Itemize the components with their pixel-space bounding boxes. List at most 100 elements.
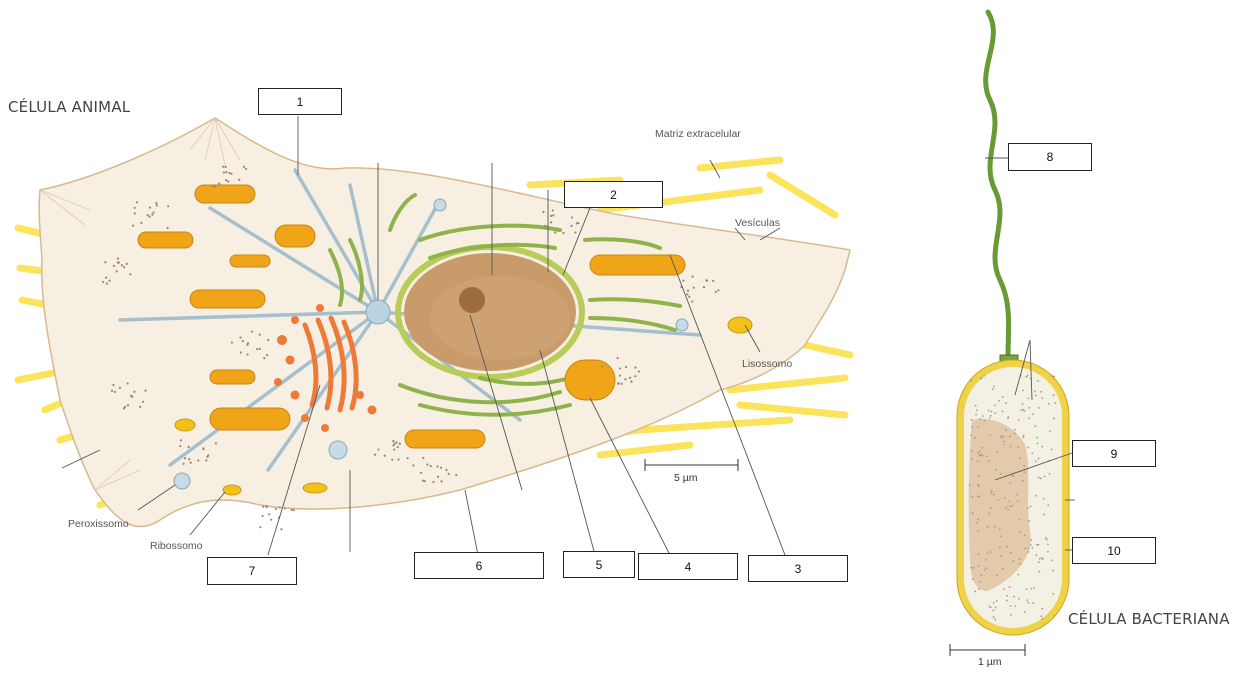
answer-box-6: 6: [414, 552, 544, 579]
bacterial-ribosome-dot: [977, 530, 979, 532]
ribosome-dot: [119, 387, 121, 389]
ribosome-dot: [223, 171, 225, 173]
ribosome-dot: [230, 173, 232, 175]
bacterial-ribosome-dot: [1038, 407, 1040, 409]
ribosome-dot: [601, 365, 603, 367]
bacterial-ribosome-dot: [977, 452, 979, 454]
ribosome-dot: [151, 214, 153, 216]
bacterial-ribosome-dot: [1051, 559, 1053, 561]
bacterial-ribosome-dot: [1043, 514, 1045, 516]
bacterial-ribosome-dot: [988, 460, 990, 462]
ribosome-dot: [127, 404, 129, 406]
bacterial-ribosome-dot: [1014, 433, 1016, 435]
bacterial-ribosome-dot: [977, 460, 979, 462]
ribosome-dot: [259, 526, 261, 528]
ribosome-dot: [377, 448, 379, 450]
bacterial-ribosome-dot: [1005, 507, 1007, 509]
ribosome-dot: [544, 225, 546, 227]
nucleoplasm-texture: [430, 276, 570, 360]
bacterial-ribosome-dot: [975, 414, 977, 416]
bacterial-ribosome-dot: [1038, 544, 1040, 546]
bacterial-ribosome-dot: [1052, 593, 1054, 595]
bacterial-ribosome-dot: [981, 574, 983, 576]
bacterial-ribosome-dot: [972, 496, 974, 498]
bacterial-ribosome-dot: [1028, 547, 1030, 549]
bacterial-ribosome-dot: [1039, 558, 1041, 560]
bacterial-ribosome-dot: [1043, 498, 1045, 500]
bacterial-ribosome-dot: [1036, 437, 1038, 439]
ribosome-dot: [182, 463, 184, 465]
bacterial-ribosome-dot: [971, 567, 973, 569]
bacterial-ribosome-dot: [989, 606, 991, 608]
bacterial-ribosome-dot: [977, 426, 979, 428]
bacterial-ribosome-dot: [1024, 611, 1026, 613]
ribosome-dot: [228, 172, 230, 174]
ribosome-dot: [430, 465, 432, 467]
ribosome-dot: [440, 480, 442, 482]
bacterial-ribosome-dot: [1006, 546, 1008, 548]
ribosome-dot: [554, 231, 556, 233]
bacterial-ribosome-dot: [977, 519, 979, 521]
ribosome-dot: [384, 455, 386, 457]
bacterial-ribosome-dot: [971, 419, 973, 421]
bacterial-ribosome-dot: [1022, 390, 1024, 392]
ribosome-dot: [619, 375, 621, 377]
bacterial-ribosome-dot: [994, 404, 996, 406]
bacterial-ribosome-dot: [1010, 446, 1012, 448]
label-matriz-extracelular: Matriz extracelular: [655, 128, 741, 140]
bacterial-ribosome-dot: [1006, 600, 1008, 602]
bacterial-ribosome-dot: [1040, 615, 1042, 617]
ribosome-dot: [550, 221, 552, 223]
bacterial-ribosome-dot: [1012, 505, 1014, 507]
bacterial-ribosome-dot: [1052, 376, 1054, 378]
ribosome-dot: [251, 331, 253, 333]
bacterial-ribosome-dot: [970, 434, 972, 436]
ribosome-dot: [225, 166, 227, 168]
bacterial-ribosome-dot: [994, 526, 996, 528]
ribosome-dot: [111, 390, 113, 392]
ribosome-dot: [202, 448, 204, 450]
ribosome-dot: [391, 459, 393, 461]
bacterial-ribosome-dot: [970, 380, 972, 382]
bacterial-ribosome-dot: [1034, 425, 1036, 427]
bacterial-ribosome-dot: [1054, 402, 1056, 404]
answer-box-1: 1: [258, 88, 342, 115]
ribosome-dot: [243, 166, 245, 168]
bacterial-ribosome-dot: [1002, 435, 1004, 437]
flagellum: [986, 12, 1009, 358]
bacterial-ribosome-dot: [1022, 409, 1024, 411]
ribosome-dot: [231, 341, 233, 343]
ribosome-dot: [397, 458, 399, 460]
ribosome-dot: [190, 462, 192, 464]
bacterial-ribosome-dot: [1003, 588, 1005, 590]
ribosome-dot: [550, 215, 552, 217]
ribosome-dot: [275, 508, 277, 510]
ribosome-dot: [113, 265, 115, 267]
bacterial-ribosome-dot: [972, 578, 974, 580]
bacterial-ribosome-dot: [1000, 473, 1002, 475]
bacterial-ribosome-dot: [1032, 413, 1034, 415]
bacterial-ribosome-dot: [1033, 587, 1035, 589]
ribosome-dot: [156, 204, 158, 206]
ribosome-dot: [682, 279, 684, 281]
bacterial-ribosome-dot: [979, 450, 981, 452]
ribosome-dot: [123, 407, 125, 409]
bacterial-ribosome-dot: [1014, 429, 1016, 431]
bacterial-ribosome-dot: [1005, 402, 1007, 404]
bacterial-ribosome-dot: [978, 588, 980, 590]
bacterial-ribosome-dot: [977, 484, 979, 486]
bacterial-ribosome-dot: [1026, 588, 1028, 590]
ribosome-dot: [634, 375, 636, 377]
ribosome-dot: [108, 280, 110, 282]
ribosome-dot: [129, 273, 131, 275]
ribosome-dot: [712, 280, 714, 282]
bacterial-ribosome-dot: [1011, 475, 1013, 477]
bacterial-ribosome-dot: [1000, 436, 1002, 438]
bacterial-ribosome-dot: [979, 581, 981, 583]
bacterial-ribosome-dot: [1016, 494, 1018, 496]
bacterial-ribosome-dot: [1024, 548, 1026, 550]
ribosome-dot: [394, 443, 396, 445]
ribosome-dot: [207, 454, 209, 456]
ribosome-dot: [112, 384, 114, 386]
ribosome-dot: [293, 509, 295, 511]
